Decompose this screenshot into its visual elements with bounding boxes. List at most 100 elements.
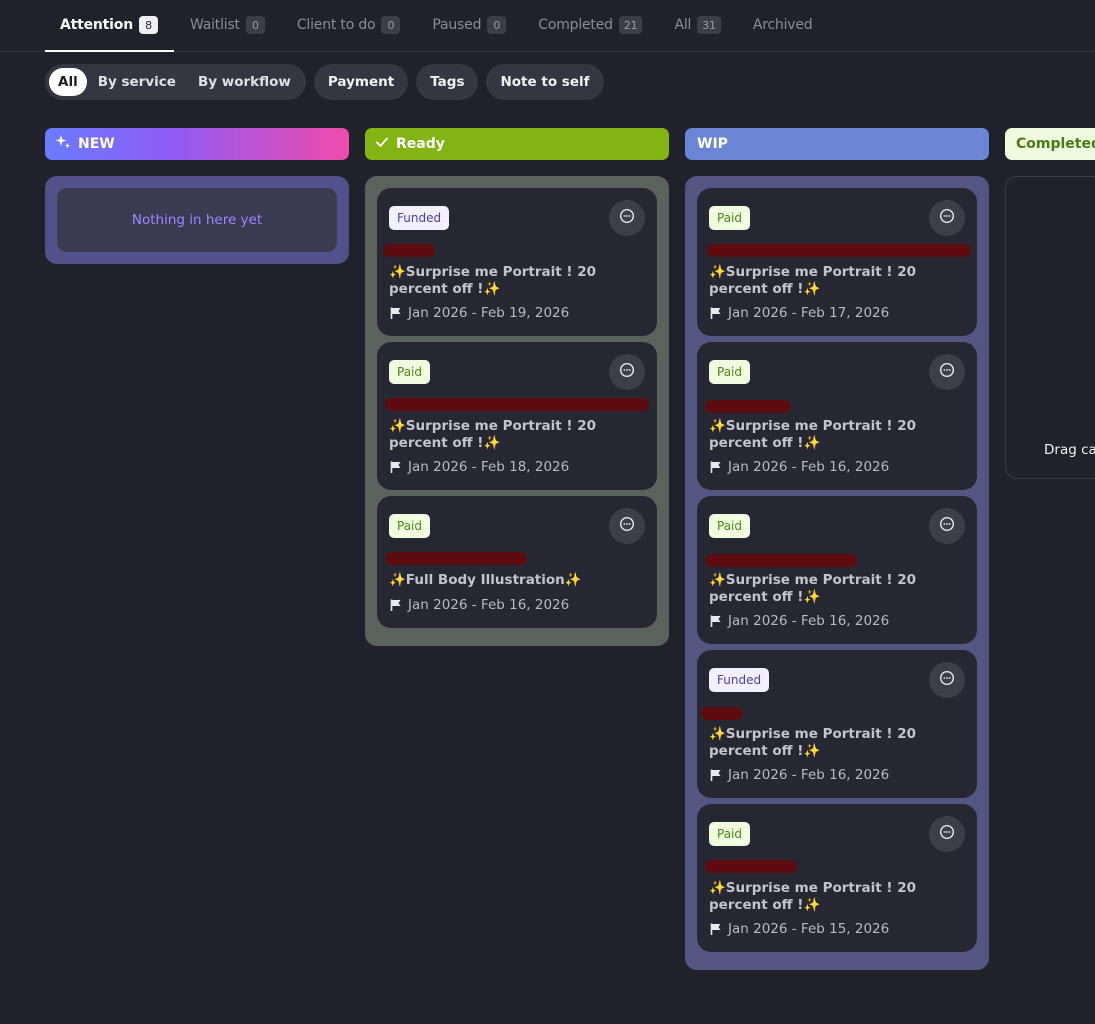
- chat-button[interactable]: [929, 200, 965, 236]
- status-badge: Paid: [389, 360, 431, 384]
- redacted-client-name: [707, 244, 971, 257]
- card-service-title: ✨Surprise me Portrait ! 20 percent off !…: [709, 418, 917, 451]
- status-badge: Paid: [709, 514, 751, 538]
- check-icon: [375, 135, 389, 153]
- card-service-title: ✨Surprise me Portrait ! 20 percent off !…: [389, 264, 597, 297]
- chat-button[interactable]: [929, 508, 965, 544]
- empty-state-text: Nothing in here yet: [131, 212, 263, 228]
- empty-state: Nothing in here yet: [57, 188, 337, 252]
- tab-count-badge: 0: [487, 16, 507, 34]
- chat-bubble-icon: [939, 670, 955, 690]
- card-date-range: Jan 2026 - Feb 16, 2026: [709, 767, 889, 783]
- order-card[interactable]: Paid ✨Surprise me Portrait ! 20 percent …: [697, 188, 977, 336]
- tags-filter-button[interactable]: Tags: [416, 64, 479, 100]
- tab-attention[interactable]: Attention 8: [45, 0, 174, 52]
- redacted-client-name: [385, 398, 649, 411]
- column-header-completed: Completed: [1005, 128, 1095, 160]
- column-header-wip: WIP: [685, 128, 989, 160]
- chat-bubble-icon: [939, 824, 955, 844]
- chat-button[interactable]: [929, 662, 965, 698]
- filter-by-service-button[interactable]: By service: [97, 74, 176, 90]
- tab-waitlist[interactable]: Waitlist 0: [174, 0, 281, 51]
- tab-completed[interactable]: Completed 21: [522, 0, 658, 51]
- card-date-range: Jan 2026 - Feb 16, 2026: [709, 613, 889, 629]
- card-service-title: ✨Surprise me Portrait ! 20 percent off !…: [709, 880, 917, 913]
- filter-by-workflow-button[interactable]: By workflow: [197, 74, 291, 90]
- order-card[interactable]: Paid ✨Surprise me Portrait ! 20 percent …: [697, 342, 977, 490]
- flag-icon: [389, 306, 403, 320]
- tab-label: Client to do: [296, 17, 376, 33]
- filter-all-button[interactable]: All: [49, 68, 87, 96]
- redacted-client-name: [705, 400, 791, 413]
- tab-client-to-do[interactable]: Client to do 0: [281, 0, 417, 51]
- order-card[interactable]: Paid ✨Surprise me Portrait ! 20 percent …: [697, 804, 977, 952]
- group-by-segment: All By service By workflow: [45, 64, 306, 100]
- column-header-ready: Ready: [365, 128, 669, 160]
- chat-button[interactable]: [929, 816, 965, 852]
- card-date-range: Jan 2026 - Feb 17, 2026: [709, 305, 889, 321]
- status-badge: Funded: [389, 206, 450, 230]
- column-title: Ready: [396, 136, 445, 152]
- chat-bubble-icon: [939, 208, 955, 228]
- column-header-new: NEW: [45, 128, 349, 160]
- drag-hint-text: Drag ca: [1044, 442, 1095, 458]
- order-card[interactable]: Paid ✨Surprise me Portrait ! 20 percent …: [697, 496, 977, 644]
- column-wip: Paid ✨Surprise me Portrait ! 20 percent …: [685, 176, 989, 970]
- note-to-self-filter-button[interactable]: Note to self: [486, 64, 604, 100]
- filter-bar: All By service By workflow Payment Tags …: [45, 64, 604, 100]
- card-service-title: ✨Full Body Illustration✨: [389, 572, 582, 588]
- flag-icon: [709, 460, 723, 474]
- tab-count-badge: 8: [138, 16, 158, 34]
- order-card[interactable]: Paid ✨Full Body Illustration✨ Jan 2026 -…: [377, 496, 657, 628]
- status-badge: Funded: [709, 668, 770, 692]
- flag-icon: [389, 460, 403, 474]
- tab-archived[interactable]: Archived: [737, 0, 829, 51]
- chat-button[interactable]: [929, 354, 965, 390]
- tab-all[interactable]: All 31: [658, 0, 736, 51]
- date-text: Jan 2026 - Feb 16, 2026: [728, 613, 890, 629]
- tab-label: Completed: [538, 17, 613, 33]
- order-card[interactable]: Funded ✨Surprise me Portrait ! 20 percen…: [697, 650, 977, 798]
- card-date-range: Jan 2026 - Feb 18, 2026: [389, 459, 569, 475]
- status-tabs: Attention 8 Waitlist 0 Client to do 0 Pa…: [0, 0, 1095, 52]
- tab-paused[interactable]: Paused 0: [416, 0, 522, 51]
- card-date-range: Jan 2026 - Feb 16, 2026: [709, 459, 889, 475]
- flag-icon: [709, 306, 723, 320]
- chat-button[interactable]: [609, 354, 645, 390]
- status-badge: Paid: [709, 360, 751, 384]
- column-new: Nothing in here yet: [45, 176, 349, 264]
- column-title: Completed: [1016, 136, 1095, 152]
- tab-label: Attention: [60, 17, 133, 33]
- order-card[interactable]: Paid ✨Surprise me Portrait ! 20 percent …: [377, 342, 657, 490]
- chat-button[interactable]: [609, 200, 645, 236]
- tab-count-badge: 0: [381, 16, 401, 34]
- sparkle-icon: [55, 134, 71, 154]
- tab-count-badge: 31: [697, 16, 721, 34]
- card-service-title: ✨Surprise me Portrait ! 20 percent off !…: [389, 418, 597, 451]
- redacted-client-name: [705, 554, 857, 567]
- date-text: Jan 2026 - Feb 16, 2026: [728, 459, 890, 475]
- chat-bubble-icon: [939, 516, 955, 536]
- tab-count-badge: 21: [618, 16, 643, 34]
- card-service-title: ✨Surprise me Portrait ! 20 percent off !…: [709, 264, 917, 297]
- chat-bubble-icon: [619, 362, 635, 382]
- status-badge: Paid: [709, 206, 751, 230]
- date-text: Jan 2026 - Feb 15, 2026: [728, 921, 890, 937]
- card-date-range: Jan 2026 - Feb 19, 2026: [389, 305, 569, 321]
- date-text: Jan 2026 - Feb 16, 2026: [728, 767, 890, 783]
- chat-button[interactable]: [609, 508, 645, 544]
- redacted-client-name: [701, 707, 743, 720]
- card-date-range: Jan 2026 - Feb 15, 2026: [709, 921, 889, 937]
- chat-bubble-icon: [619, 208, 635, 228]
- flag-icon: [709, 768, 723, 782]
- flag-icon: [709, 922, 723, 936]
- status-badge: Paid: [389, 514, 431, 538]
- date-text: Jan 2026 - Feb 18, 2026: [408, 459, 570, 475]
- flag-icon: [709, 614, 723, 628]
- date-text: Jan 2026 - Feb 17, 2026: [728, 305, 890, 321]
- card-service-title: ✨Surprise me Portrait ! 20 percent off !…: [709, 572, 917, 605]
- payment-filter-button[interactable]: Payment: [313, 64, 409, 100]
- order-card[interactable]: Funded ✨Surprise me Portrait ! 20 percen…: [377, 188, 657, 336]
- column-title: WIP: [697, 136, 728, 152]
- flag-icon: [389, 598, 403, 612]
